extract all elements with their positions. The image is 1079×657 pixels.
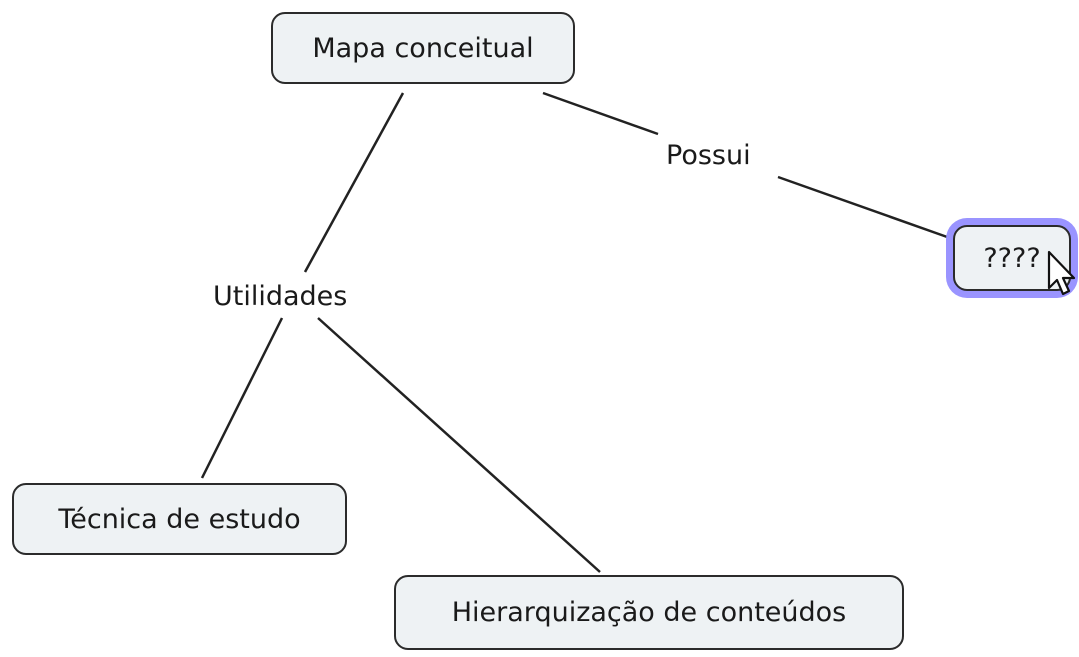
link-label-utilidades[interactable]: Utilidades — [209, 281, 352, 313]
concept-label: Técnica de estudo — [58, 503, 301, 535]
link-label-possui[interactable]: Possui — [662, 140, 755, 172]
connector-root-possui — [542, 91, 659, 136]
concept-label: ???? — [983, 242, 1041, 274]
connector-utilidades-tecnica — [200, 317, 284, 479]
concept-node-mapa-conceitual[interactable]: Mapa conceitual — [271, 12, 575, 84]
concept-label: Hierarquização de conteúdos — [451, 597, 847, 628]
concept-label: Mapa conceitual — [312, 32, 534, 64]
connector-utilidades-hierarquizacao — [317, 317, 601, 573]
connector-root-utilidades — [303, 92, 405, 273]
mouse-pointer-icon — [1047, 250, 1076, 296]
connector-possui-unknown — [777, 175, 951, 240]
concept-node-tecnica-de-estudo[interactable]: Técnica de estudo — [12, 483, 347, 555]
concept-node-hierarquizacao-de-conteudos[interactable]: Hierarquização de conteúdos — [394, 575, 904, 650]
